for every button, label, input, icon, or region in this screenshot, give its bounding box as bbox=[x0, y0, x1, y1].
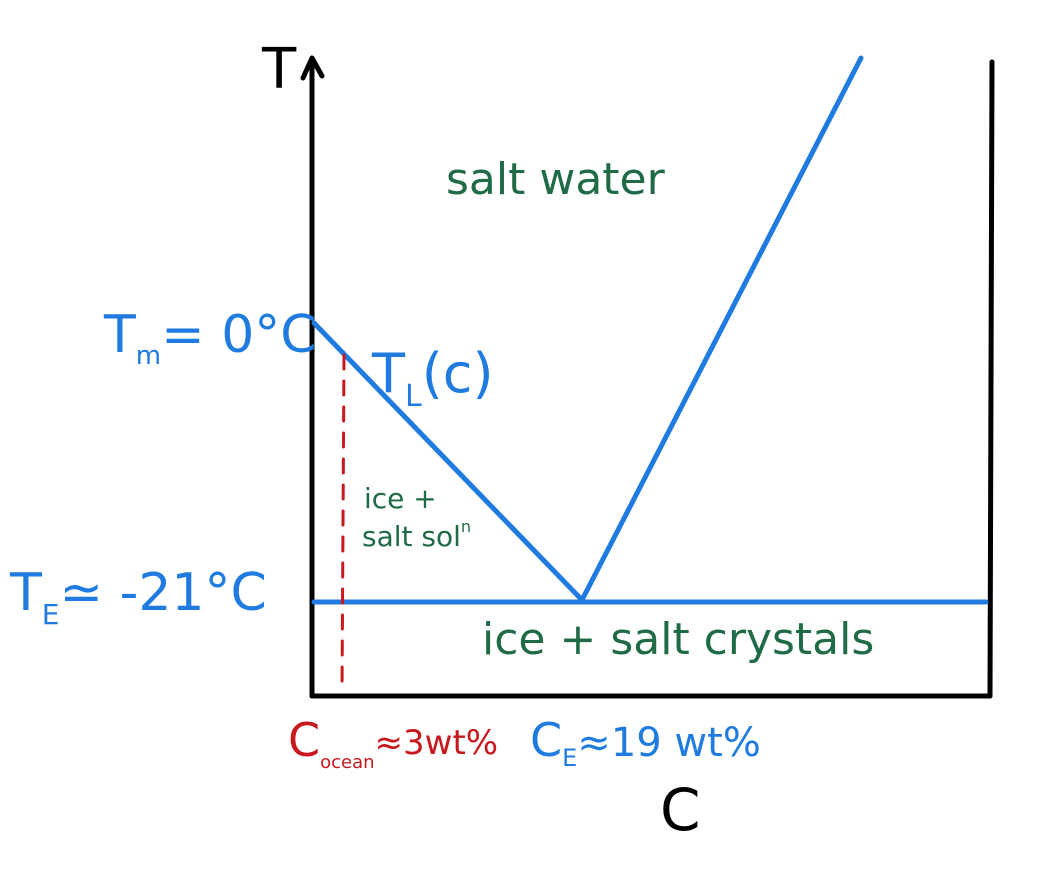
phase-lines bbox=[311, 55, 989, 605]
ocean-concentration-line bbox=[340, 353, 346, 694]
x-axis-label: C bbox=[660, 776, 701, 844]
region-mushy-label-line1: ice + bbox=[364, 482, 437, 515]
liquidus-label: TL(c) bbox=[371, 342, 494, 414]
liquidus-ice-line bbox=[311, 320, 585, 603]
right-boundary bbox=[987, 59, 995, 699]
eutectic-concentration-label: CE≈19 wt% bbox=[530, 713, 761, 772]
liquidus-salt-line bbox=[579, 55, 864, 603]
melting-temperature-label: Tm= 0°C bbox=[103, 305, 317, 371]
region-liquid-label: salt water bbox=[446, 154, 666, 205]
region-mushy-label-line2: salt soln bbox=[362, 517, 471, 553]
ocean-concentration-label: Cocean≈3wt% bbox=[288, 713, 498, 773]
axes bbox=[300, 55, 995, 699]
region-solid-label: ice + salt crystals bbox=[482, 614, 874, 665]
eutectic-temperature-label: TE≃ -21°C bbox=[9, 563, 267, 631]
y-axis-arrowhead bbox=[300, 55, 325, 81]
y-axis-label: T bbox=[261, 37, 297, 102]
